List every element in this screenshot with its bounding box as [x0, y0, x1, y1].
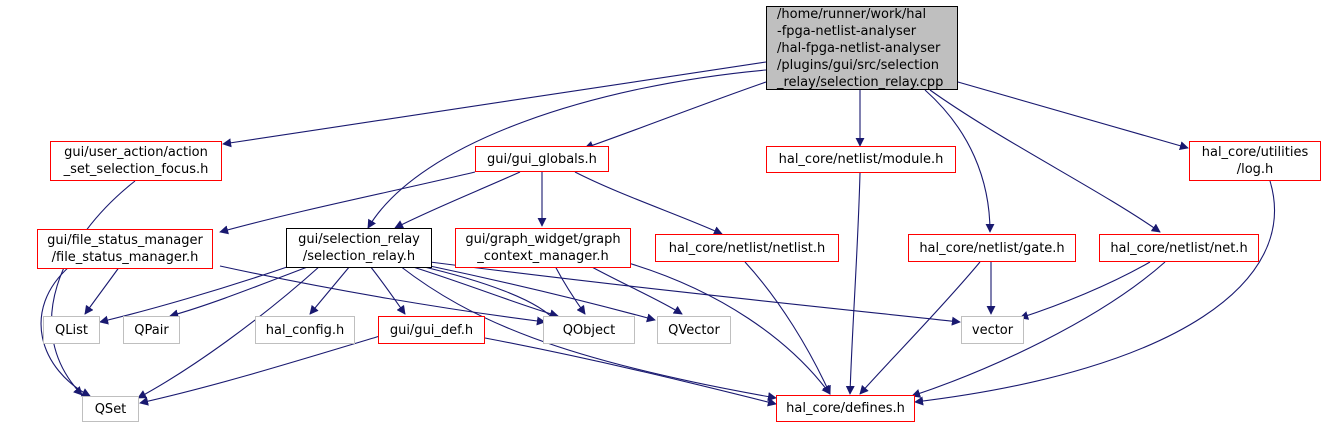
edge-root-to-gate	[924, 89, 995, 233]
edge-gate-to-defines	[859, 261, 981, 395]
qvector-node[interactable]: QVector	[657, 316, 731, 344]
edge-sr-to-qobject-2	[419, 265, 557, 323]
edge-netlist-to-defines	[744, 261, 831, 395]
log-header-node[interactable]: hal_core/utilities /log.h	[1189, 141, 1321, 181]
qlist-node[interactable]: QList	[43, 316, 100, 344]
edge-sr-to-guidef	[369, 265, 406, 315]
edge-root-to-net	[929, 89, 1161, 233]
gate-header-node[interactable]: hal_core/netlist/gate.h	[908, 234, 1076, 262]
edge-net-to-defines	[911, 261, 1166, 398]
hal-config-node[interactable]: hal_config.h	[255, 316, 355, 344]
vector-node[interactable]: vector	[961, 316, 1024, 344]
edge-filestatus-to-qobject	[219, 265, 546, 326]
edge-root-to-log	[929, 73, 1189, 151]
edge-sr-to-qpair	[169, 265, 311, 319]
defines-header-node[interactable]: hal_core/defines.h	[776, 395, 915, 422]
edge-sr-to-qset	[137, 265, 321, 399]
edge-gcm-to-qobject	[554, 265, 586, 315]
edge-filestatus-to-qlist	[84, 265, 121, 315]
graph-context-manager-node[interactable]: gui/graph_widget/graph _context_manager.…	[455, 228, 631, 268]
netlist-header-node[interactable]: hal_core/netlist/netlist.h	[655, 234, 839, 262]
edge-globals-to-filestatus	[219, 171, 476, 235]
edge-gcm-to-qvector	[589, 265, 683, 315]
edge-root-to-selection-relay	[367, 69, 767, 229]
edge-filestatus-to-qset	[40, 265, 91, 397]
action-set-selection-focus-node[interactable]: gui/user_action/action _set_selection_fo…	[50, 141, 222, 181]
edge-root-to-action	[222, 61, 767, 148]
edge-sr-to-qvector	[429, 265, 656, 323]
qobject-node[interactable]: QObject	[543, 316, 635, 344]
edge-globals-to-netlist	[574, 171, 723, 235]
root-source-file-node[interactable]: /home/runner/work/hal -fpga-netlist-anal…	[766, 6, 958, 90]
edge-gcm-to-defines	[624, 261, 831, 395]
edge-sr-to-defines	[399, 265, 777, 402]
edge-action-to-qset	[50, 180, 136, 396]
edge-sr-to-qobject	[409, 265, 559, 319]
file-status-manager-node[interactable]: gui/file_status_manager /file_status_man…	[37, 229, 213, 269]
edge-net-to-vector	[1019, 261, 1151, 320]
module-header-node[interactable]: hal_core/netlist/module.h	[766, 146, 956, 173]
qpair-node[interactable]: QPair	[123, 316, 180, 344]
edge-module-to-defines	[845, 172, 861, 395]
edge-sr-to-hal-config	[309, 265, 351, 315]
edge-root-to-globals	[584, 81, 767, 150]
net-header-node[interactable]: hal_core/netlist/net.h	[1099, 234, 1259, 262]
edge-sr-to-qlist	[99, 265, 291, 325]
edge-globals-to-selection-relay	[394, 171, 521, 229]
qset-node[interactable]: QSet	[82, 396, 139, 422]
edge-log-to-defines	[914, 180, 1275, 406]
edge-sr-to-vector	[429, 261, 961, 326]
selection-relay-header-node[interactable]: gui/selection_relay /selection_relay.h	[286, 228, 432, 268]
edge-guidef-to-defines	[484, 337, 777, 407]
gui-globals-node[interactable]: gui/gui_globals.h	[475, 146, 609, 172]
gui-def-node[interactable]: gui/gui_def.h	[378, 316, 485, 344]
edge-guidef-to-qset	[139, 335, 381, 406]
